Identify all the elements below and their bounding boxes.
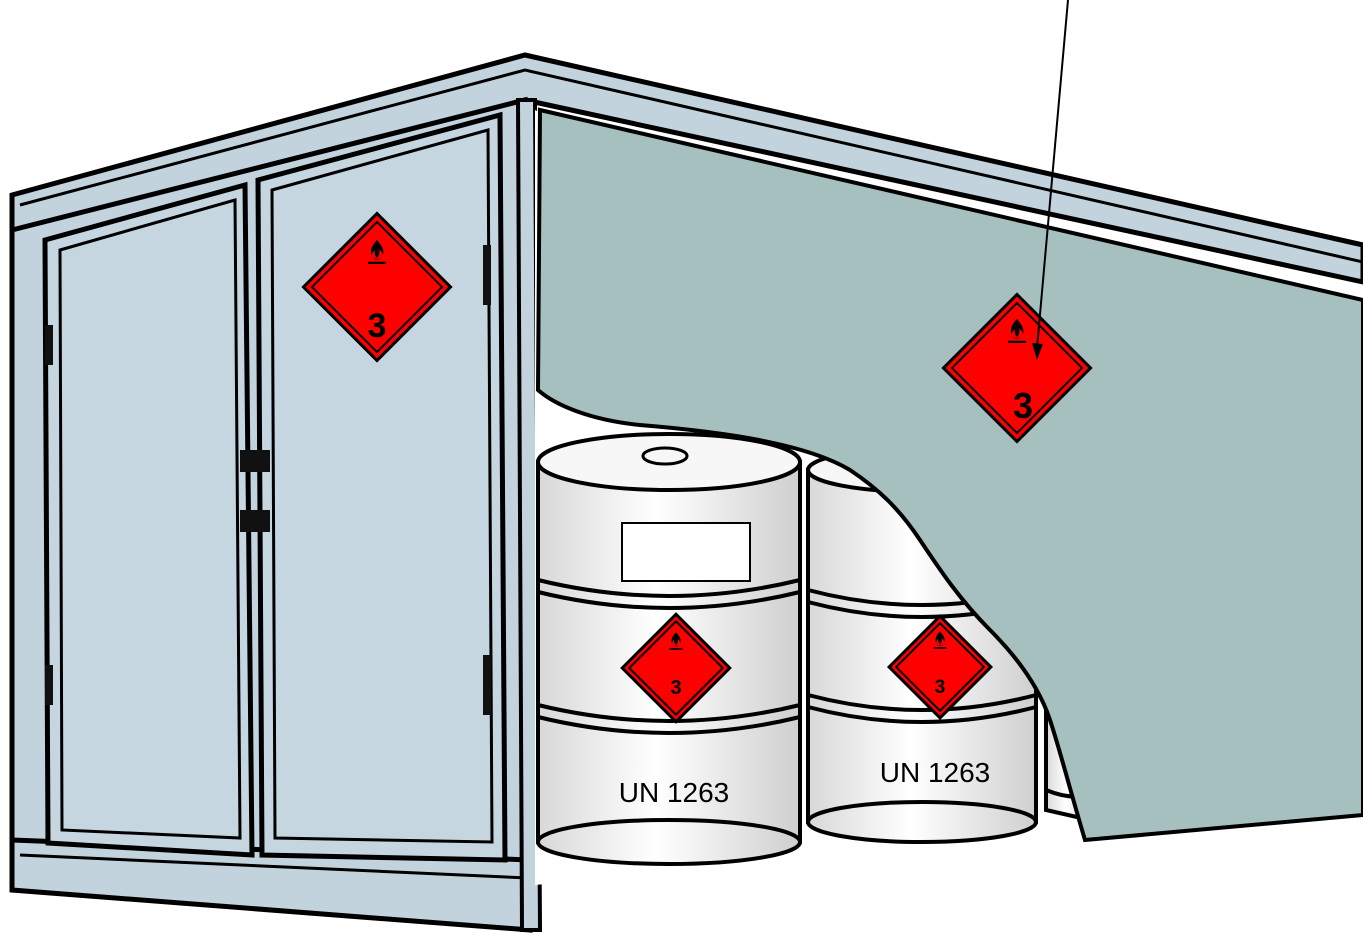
container-side-wall <box>535 107 1363 843</box>
hazard-placard-wall: 3 <box>941 292 1093 444</box>
placard-class-number: 3 <box>368 307 387 345</box>
hazard-placard-drum-back: 3 <box>886 613 994 721</box>
pointer-arrow <box>1032 0 1069 360</box>
drum-un-label-front: UN 1263 <box>619 777 730 808</box>
hazard-placard-drum-front: 3 <box>620 612 732 724</box>
hazard-placard-door: 3 <box>301 211 453 363</box>
container-door-end <box>9 96 543 933</box>
drum-un-label-back: UN 1263 <box>880 757 991 788</box>
placard-class-number: 3 <box>935 677 946 698</box>
placard-class-number: 3 <box>1013 385 1033 426</box>
placard-class-number: 3 <box>670 677 681 699</box>
